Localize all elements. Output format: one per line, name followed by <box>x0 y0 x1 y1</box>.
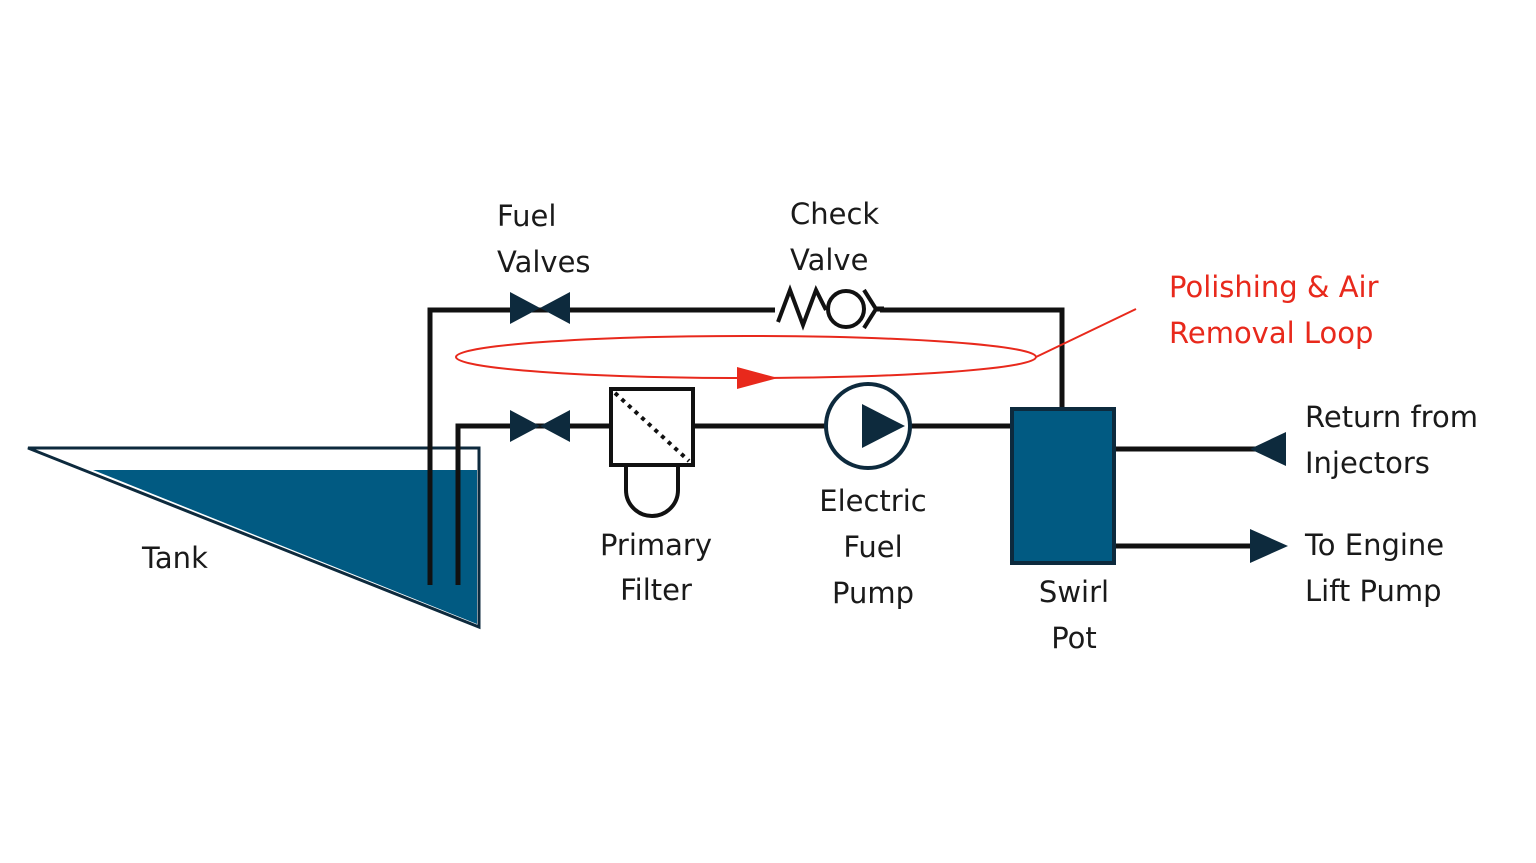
primary-filter-label: Filter <box>620 573 692 607</box>
swirl-pot-label: Swirl <box>1039 575 1109 609</box>
loop-label: Polishing & Air <box>1169 270 1379 304</box>
swirl-pot-label: Pot <box>1051 621 1097 655</box>
check-valve-label: Valve <box>790 243 868 277</box>
pump-label: Electric <box>819 484 926 518</box>
to-engine-label: To Engine <box>1304 528 1444 562</box>
polishing-loop <box>455 308 1137 389</box>
electric-fuel-pump-icon <box>824 382 912 470</box>
tank-fuel-level <box>93 470 477 624</box>
pump-label: Pump <box>832 576 914 610</box>
loop-leader-line <box>1035 308 1137 358</box>
arrow-icon <box>1250 432 1286 466</box>
fuel-valve-icon <box>510 410 570 442</box>
tank-icon <box>27 446 481 630</box>
arrow-icon <box>737 367 778 389</box>
return-label: Return from <box>1305 400 1478 434</box>
primary-filter-label: Primary <box>600 528 712 562</box>
supply-pipe <box>455 423 1012 585</box>
tank-label: Tank <box>141 541 208 575</box>
fuel-valve-icon <box>510 292 570 324</box>
fuel-valves-label: Valves <box>497 245 591 279</box>
loop-label: Removal Loop <box>1169 316 1373 350</box>
primary-filter-icon <box>609 387 695 518</box>
swirl-pot-icon <box>1010 407 1116 565</box>
check-valve-icon <box>775 284 884 331</box>
check-valve-label: Check <box>790 197 879 231</box>
to-engine-label: Lift Pump <box>1305 574 1442 608</box>
pump-label: Fuel <box>843 530 902 564</box>
return-pipe <box>427 307 1065 585</box>
return-label: Injectors <box>1305 446 1430 480</box>
fuel-valves-label: Fuel <box>497 199 556 233</box>
arrow-icon <box>1250 529 1288 563</box>
